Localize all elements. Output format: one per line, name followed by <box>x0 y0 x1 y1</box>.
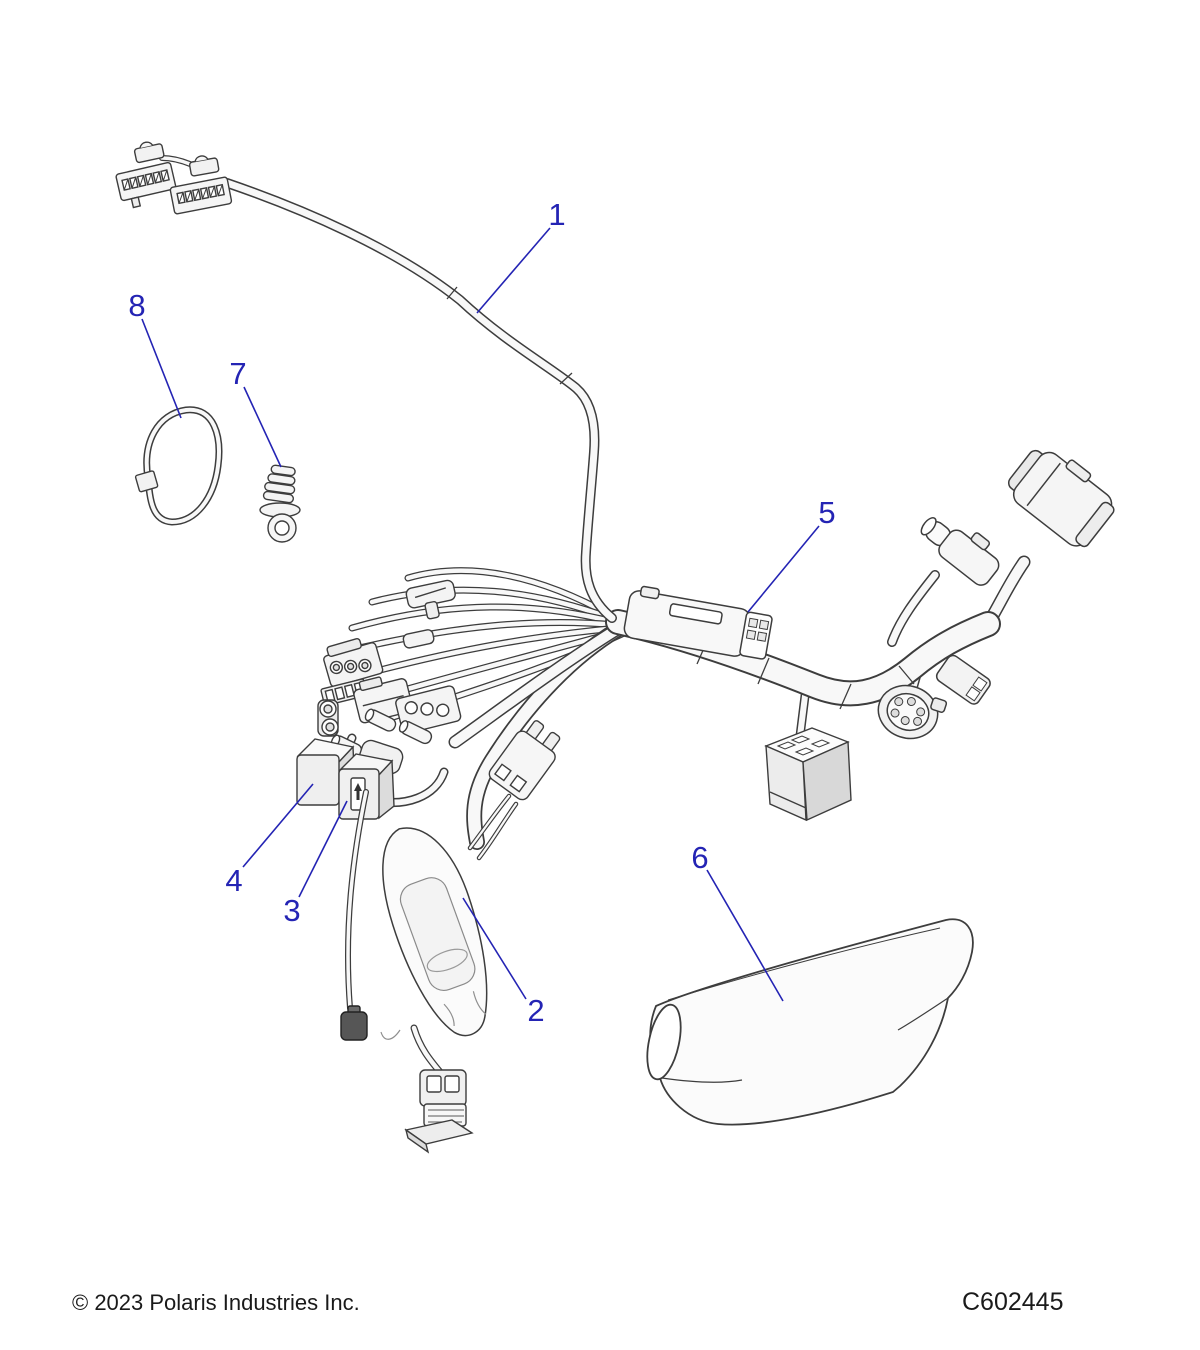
harness-cable-part-1 <box>162 158 612 618</box>
cable-tie-part-8 <box>134 410 219 522</box>
relay-part-3 <box>338 753 395 820</box>
callout-leaders <box>141 227 820 1002</box>
cable-clip <box>133 141 165 164</box>
large-capped-connector <box>1007 449 1115 548</box>
leader-2 <box>462 897 527 1000</box>
callout-6: 6 <box>691 840 708 875</box>
multi-pin-connector <box>169 176 233 215</box>
two-pin-connector <box>488 720 561 801</box>
leader-1 <box>476 227 551 314</box>
leader-8 <box>141 318 182 419</box>
angled-connector <box>935 654 991 705</box>
copyright-text: © 2023 Polaris Industries Inc. <box>72 1290 360 1315</box>
callout-numbers: 1 2 3 4 5 6 7 8 <box>128 197 835 1028</box>
callout-1: 1 <box>548 197 565 232</box>
black-connector <box>340 1005 368 1041</box>
push-rivet-part-7 <box>259 464 301 543</box>
fuse-block <box>764 727 852 822</box>
connector-bottom <box>404 1069 474 1154</box>
callout-2: 2 <box>527 993 544 1028</box>
harness-end-connectors <box>115 141 233 215</box>
leader-5 <box>747 525 820 613</box>
leader-4 <box>242 783 314 868</box>
callout-3: 3 <box>283 893 300 928</box>
fuse-holder-part-2 <box>380 827 488 1040</box>
callout-7: 7 <box>229 356 246 391</box>
multi-pin-connector <box>115 161 177 209</box>
round-multi-pin-connector <box>877 684 948 740</box>
cable-clip <box>188 155 220 177</box>
flag-clips <box>402 579 456 649</box>
leader-7 <box>243 386 282 468</box>
connector-part-5 <box>623 585 773 660</box>
callout-8: 8 <box>128 288 145 323</box>
callout-4: 4 <box>225 863 242 898</box>
boot-cover-part-6 <box>646 918 974 1126</box>
callout-5: 5 <box>818 495 835 530</box>
right-connectors <box>877 449 1115 740</box>
diagram-code: C602445 <box>962 1288 1063 1316</box>
barrel-connector <box>920 517 1000 586</box>
leader-6 <box>706 869 784 1002</box>
leader-3 <box>298 800 348 898</box>
